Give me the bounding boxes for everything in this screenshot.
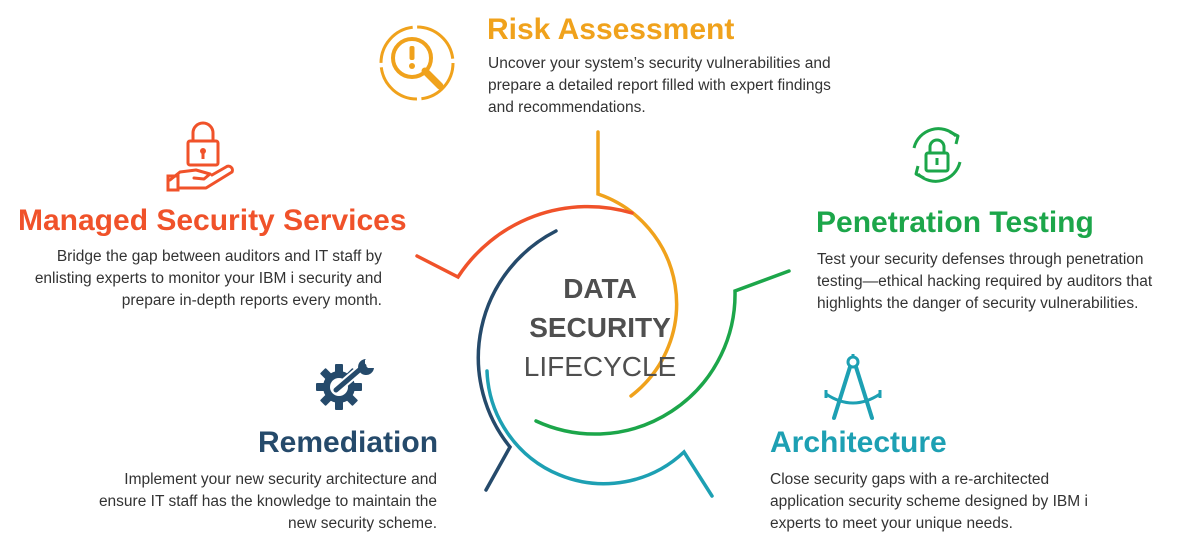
architecture-description: Close security gaps with a re-architecte… xyxy=(770,471,1088,532)
center-label-line3: LIFECYCLE xyxy=(523,351,677,382)
compass-icon xyxy=(822,354,884,429)
remediation-description: Implement your new security architecture… xyxy=(98,471,437,532)
magnifier-alert-icon xyxy=(374,20,460,111)
risk-assessment-description: Uncover your system’s security vulnerabi… xyxy=(488,55,831,116)
architecture-title: Architecture xyxy=(770,426,947,459)
penetration-testing-description: Test your security defenses through pene… xyxy=(817,251,1153,312)
architecture-arc xyxy=(485,369,714,498)
lock-cycle-icon xyxy=(902,120,972,195)
remediation-title: Remediation xyxy=(258,426,439,459)
remediation-arc xyxy=(476,229,558,492)
gear-wrench-icon xyxy=(312,356,378,423)
risk-assessment-arc xyxy=(596,130,679,398)
penetration-testing-title: Penetration Testing xyxy=(816,206,1094,239)
managed-services-arc xyxy=(415,204,634,280)
center-label-line2: SECURITY xyxy=(529,312,671,343)
risk-assessment-title: Risk Assessment xyxy=(487,13,735,46)
penetration-testing-arc xyxy=(534,269,791,436)
center-label-line1: DATA xyxy=(563,273,637,304)
hand-lock-icon xyxy=(166,114,240,201)
managed-security-services-description: Bridge the gap between auditors and IT s… xyxy=(34,248,382,309)
managed-security-services-title: Managed Security Services xyxy=(18,204,407,237)
